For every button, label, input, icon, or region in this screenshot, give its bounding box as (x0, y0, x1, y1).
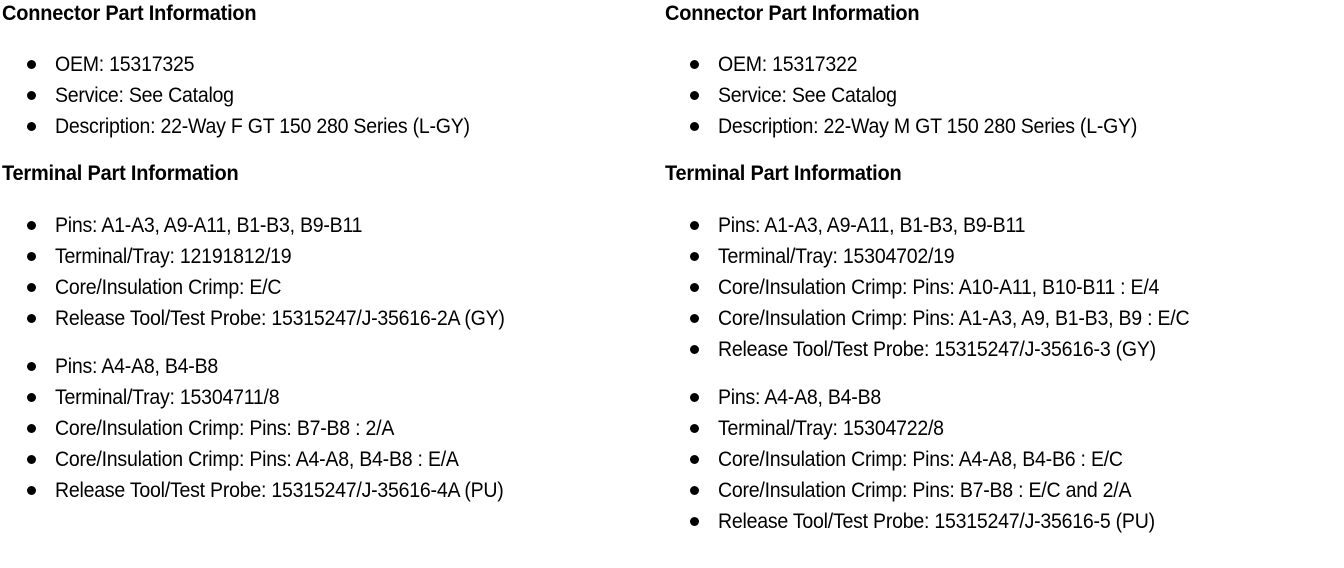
bullet-icon (27, 221, 36, 230)
bullet-icon (27, 283, 36, 292)
list-item-text: Core/Insulation Crimp: Pins: B7-B8 : 2/A (55, 417, 395, 440)
list-item: Core/Insulation Crimp: Pins: B7-B8 : E/C… (665, 475, 1344, 506)
bullet-icon (690, 486, 699, 495)
list-item-text: Release Tool/Test Probe: 15315247/J-3561… (718, 338, 1156, 361)
bullet-icon (690, 60, 699, 69)
section-heading-terminal-part-information: Terminal Part Information (665, 162, 902, 185)
section-terminal-part-information-left: Terminal Part Information Pins: A1-A3, A… (2, 163, 662, 506)
list-item-text: Release Tool/Test Probe: 15315247/J-3561… (718, 510, 1155, 533)
bullet-icon (27, 252, 36, 261)
bullet-group-connector-details: OEM: 15317325 Service: See Catalog Descr… (2, 49, 662, 142)
list-item: Pins: A1-A3, A9-A11, B1-B3, B9-B11 (665, 210, 1344, 241)
list-item-text: Terminal/Tray: 15304711/8 (55, 386, 280, 409)
bullet-icon (27, 91, 36, 100)
list-item: Terminal/Tray: 15304722/8 (665, 413, 1344, 444)
bullet-icon (690, 314, 699, 323)
bullet-icon (690, 122, 699, 131)
list-item: Core/Insulation Crimp: Pins: A4-A8, B4-B… (665, 444, 1344, 475)
list-item: Core/Insulation Crimp: Pins: A10-A11, B1… (665, 272, 1344, 303)
list-item-text: Release Tool/Test Probe: 15315247/J-3561… (55, 307, 505, 330)
list-item-text: Terminal/Tray: 15304702/19 (718, 245, 955, 268)
list-item: Release Tool/Test Probe: 15315247/J-3561… (2, 303, 662, 334)
list-item: Description: 22-Way M GT 150 280 Series … (665, 111, 1344, 142)
list-item-text: Pins: A1-A3, A9-A11, B1-B3, B9-B11 (718, 214, 1026, 237)
list-item: OEM: 15317322 (665, 49, 1344, 80)
list-item: Description: 22-Way F GT 150 280 Series … (2, 111, 662, 142)
section-heading-terminal-part-information: Terminal Part Information (2, 162, 239, 185)
section-connector-part-information-left: Connector Part Information OEM: 15317325… (2, 3, 662, 142)
list-item: Release Tool/Test Probe: 15315247/J-3561… (665, 506, 1344, 537)
bullet-icon (690, 221, 699, 230)
bullet-icon (27, 455, 36, 464)
section-terminal-part-information-right: Terminal Part Information Pins: A1-A3, A… (665, 163, 1344, 537)
bullet-icon (27, 60, 36, 69)
list-item-text: Release Tool/Test Probe: 15315247/J-3561… (55, 479, 504, 502)
list-item: Pins: A4-A8, B4-B8 (2, 351, 662, 382)
list-item: Release Tool/Test Probe: 15315247/J-3561… (2, 475, 662, 506)
bullet-icon (27, 424, 36, 433)
list-item: Core/Insulation Crimp: Pins: A1-A3, A9, … (665, 303, 1344, 334)
section-heading-connector-part-information: Connector Part Information (2, 2, 257, 25)
list-item-text: Core/Insulation Crimp: Pins: B7-B8 : E/C… (718, 479, 1132, 502)
bullet-icon (690, 455, 699, 464)
bullet-group-terminal-set-1: Pins: A1-A3, A9-A11, B1-B3, B9-B11 Termi… (665, 210, 1344, 365)
list-item: Pins: A1-A3, A9-A11, B1-B3, B9-B11 (2, 210, 662, 241)
list-item-text: Core/Insulation Crimp: E/C (55, 276, 282, 299)
list-item-text: Core/Insulation Crimp: Pins: A4-A8, B4-B… (55, 448, 459, 471)
bullet-icon (690, 517, 699, 526)
list-item: Terminal/Tray: 12191812/19 (2, 241, 662, 272)
list-item: Core/Insulation Crimp: Pins: A4-A8, B4-B… (2, 444, 662, 475)
list-item-text: Terminal/Tray: 15304722/8 (718, 417, 944, 440)
list-item: Terminal/Tray: 15304702/19 (665, 241, 1344, 272)
list-item: Service: See Catalog (2, 80, 662, 111)
section-heading-connector-part-information: Connector Part Information (665, 2, 920, 25)
column-right: Connector Part Information OEM: 15317322… (665, 0, 1344, 537)
list-item: Core/Insulation Crimp: E/C (2, 272, 662, 303)
list-item-text: Core/Insulation Crimp: Pins: A4-A8, B4-B… (718, 448, 1123, 471)
bullet-icon (27, 362, 36, 371)
list-item-text: Service: See Catalog (55, 84, 234, 107)
bullet-icon (27, 486, 36, 495)
list-item-text: Core/Insulation Crimp: Pins: A1-A3, A9, … (718, 307, 1190, 330)
bullet-icon (690, 252, 699, 261)
list-item-text: Pins: A4-A8, B4-B8 (718, 386, 881, 409)
section-connector-part-information-right: Connector Part Information OEM: 15317322… (665, 3, 1344, 142)
list-item-text: Pins: A1-A3, A9-A11, B1-B3, B9-B11 (55, 214, 363, 237)
list-item-text: Terminal/Tray: 12191812/19 (55, 245, 292, 268)
column-left: Connector Part Information OEM: 15317325… (2, 0, 662, 506)
list-item-text: Core/Insulation Crimp: Pins: A10-A11, B1… (718, 276, 1160, 299)
bullet-group-terminal-set-2: Pins: A4-A8, B4-B8 Terminal/Tray: 153047… (2, 351, 662, 506)
bullet-icon (27, 314, 36, 323)
list-item: Pins: A4-A8, B4-B8 (665, 382, 1344, 413)
list-item-text: OEM: 15317322 (718, 53, 858, 76)
list-item-text: Service: See Catalog (718, 84, 897, 107)
list-item: Service: See Catalog (665, 80, 1344, 111)
list-item: Terminal/Tray: 15304711/8 (2, 382, 662, 413)
bullet-group-connector-details: OEM: 15317322 Service: See Catalog Descr… (665, 49, 1344, 142)
list-item-text: Description: 22-Way F GT 150 280 Series … (55, 115, 470, 138)
bullet-group-terminal-set-2: Pins: A4-A8, B4-B8 Terminal/Tray: 153047… (665, 382, 1344, 537)
bullet-icon (690, 424, 699, 433)
list-item-text: OEM: 15317325 (55, 53, 195, 76)
bullet-icon (690, 283, 699, 292)
bullet-icon (690, 91, 699, 100)
list-item-text: Description: 22-Way M GT 150 280 Series … (718, 115, 1138, 138)
list-item: OEM: 15317325 (2, 49, 662, 80)
bullet-icon (690, 393, 699, 402)
list-item: Core/Insulation Crimp: Pins: B7-B8 : 2/A (2, 413, 662, 444)
bullet-icon (27, 122, 36, 131)
list-item: Release Tool/Test Probe: 15315247/J-3561… (665, 334, 1344, 365)
bullet-icon (27, 393, 36, 402)
list-item-text: Pins: A4-A8, B4-B8 (55, 355, 218, 378)
bullet-group-terminal-set-1: Pins: A1-A3, A9-A11, B1-B3, B9-B11 Termi… (2, 210, 662, 334)
bullet-icon (690, 345, 699, 354)
